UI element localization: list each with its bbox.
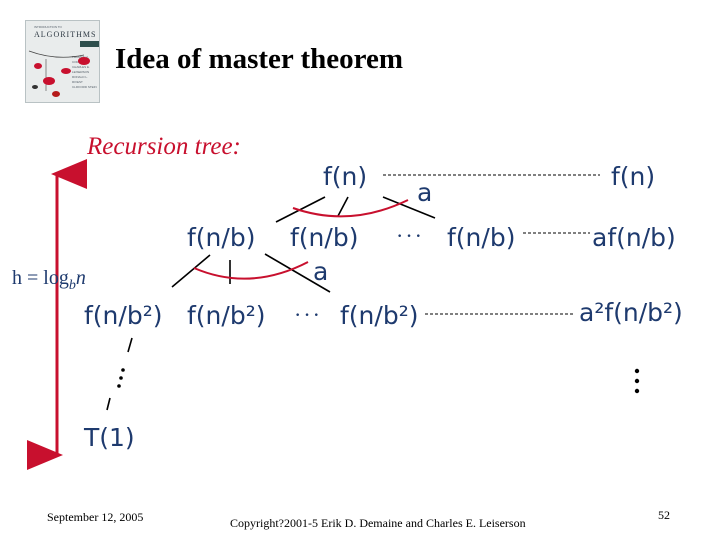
- level1-branches: [172, 254, 330, 292]
- level1-node: f(n/b): [290, 225, 358, 250]
- leaf-ellipsis-dots: [117, 368, 125, 388]
- recursion-tree-label: Recursion tree:: [87, 133, 241, 161]
- level1-node: f(n/b): [187, 225, 255, 250]
- book-cover-image: INTRODUCTION TO ALGORITHMS THOMAS H. COR…: [25, 20, 100, 103]
- leaf-node: T(1): [84, 425, 135, 450]
- level2-node: f(n/b²): [340, 303, 418, 328]
- branch-label-root: a: [417, 180, 432, 205]
- level1-cost: af(n/b): [592, 225, 676, 250]
- level2-cost: a²f(n/b²): [579, 300, 683, 325]
- level0-cost: f(n): [611, 164, 655, 189]
- page-number: 52: [658, 508, 670, 523]
- slide-title: Idea of master theorem: [115, 43, 403, 76]
- level2-node: f(n/b²): [187, 303, 265, 328]
- footer-date: September 12, 2005: [47, 510, 143, 525]
- book-mobile-art: [26, 21, 100, 103]
- branch-label-level1: a: [313, 259, 328, 284]
- footer-copyright: Copyright?2001-5 Erik D. Demaine and Cha…: [230, 516, 526, 531]
- level2-node: f(n/b²): [84, 303, 162, 328]
- level1-node: f(n/b): [447, 225, 515, 250]
- cost-ellipsis-dots: [635, 369, 639, 393]
- level2-ellipsis: ···: [294, 302, 322, 328]
- tree-height-label: h = logbn: [12, 267, 86, 294]
- leaf-diagonal: [107, 338, 132, 410]
- tree-root-node: f(n): [323, 164, 367, 189]
- branch-arc-root: [293, 200, 408, 216]
- branch-arc-level1: [194, 262, 308, 279]
- level1-ellipsis: ···: [396, 223, 424, 249]
